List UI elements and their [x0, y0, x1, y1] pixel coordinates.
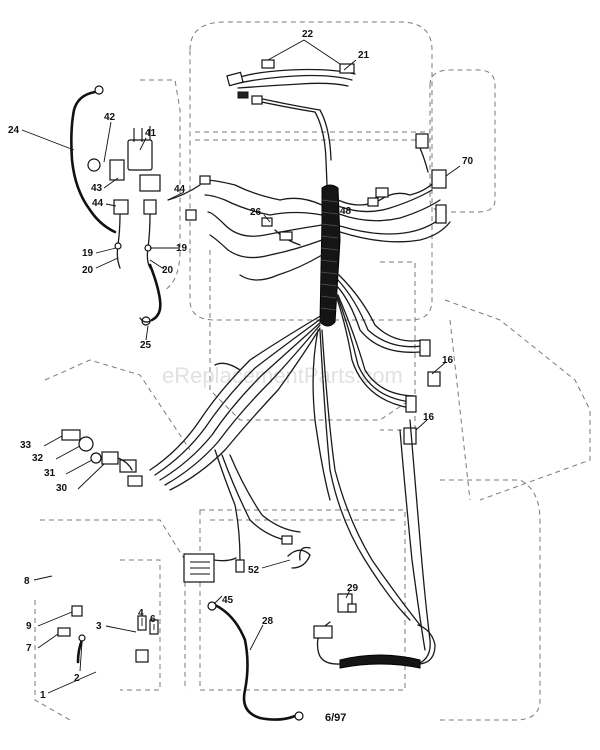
center-bottom-branch-wires	[214, 329, 431, 666]
callout-label: 20	[162, 265, 174, 276]
left-switch-assembly	[70, 85, 201, 326]
module-45	[183, 553, 237, 583]
main-harness-loom	[319, 184, 341, 327]
part-52-loop	[287, 549, 311, 569]
callout-label: 21	[358, 50, 370, 61]
callout-label: 30	[56, 483, 68, 494]
right-branch-wires	[337, 133, 451, 243]
callout-label: 16	[442, 355, 454, 366]
left-upper-branch-wires	[199, 175, 323, 281]
top-harness	[226, 59, 356, 186]
callout-label: 19	[176, 243, 188, 254]
leader-lines	[21, 39, 461, 694]
callout-label: 6	[150, 614, 156, 625]
callout-label: 8	[24, 576, 30, 587]
callout-label: 44	[174, 184, 186, 195]
callout-label: 33	[20, 440, 32, 451]
callout-label: 26	[250, 207, 262, 218]
lower-left-parts	[61, 429, 133, 471]
callout-label: 48	[340, 206, 352, 217]
callout-label: 32	[32, 453, 44, 464]
bottom-coil-harness	[313, 593, 436, 669]
date-code: 6/97	[325, 712, 346, 724]
callout-label: 2	[74, 673, 80, 684]
callout-label: 1	[40, 690, 46, 701]
callout-label: 4	[138, 608, 144, 619]
callout-label: 16	[423, 412, 435, 423]
callout-label: 20	[82, 265, 94, 276]
callout-label: 52	[248, 565, 260, 576]
callout-label: 19	[82, 248, 94, 259]
callout-label: 9	[26, 621, 32, 632]
cable-28	[207, 601, 304, 721]
callout-label: 43	[91, 183, 103, 194]
callout-label: 41	[145, 128, 157, 139]
callout-label: 22	[302, 29, 314, 40]
callout-label: 44	[92, 198, 104, 209]
callout-label: 28	[262, 616, 274, 627]
callout-label: 7	[26, 643, 32, 654]
right-lower-branch-wires	[333, 274, 441, 445]
callout-label: 29	[347, 583, 359, 594]
left-lower-branch-wires	[119, 314, 323, 491]
callout-label: 25	[140, 340, 152, 351]
callout-label: 45	[222, 595, 234, 606]
callout-label: 42	[104, 112, 116, 123]
tractor-ghost-outline	[34, 21, 591, 721]
callout-label: 31	[44, 468, 56, 479]
callout-label: 70	[462, 156, 474, 167]
callout-label: 24	[8, 125, 20, 136]
callout-label: 3	[96, 621, 102, 632]
